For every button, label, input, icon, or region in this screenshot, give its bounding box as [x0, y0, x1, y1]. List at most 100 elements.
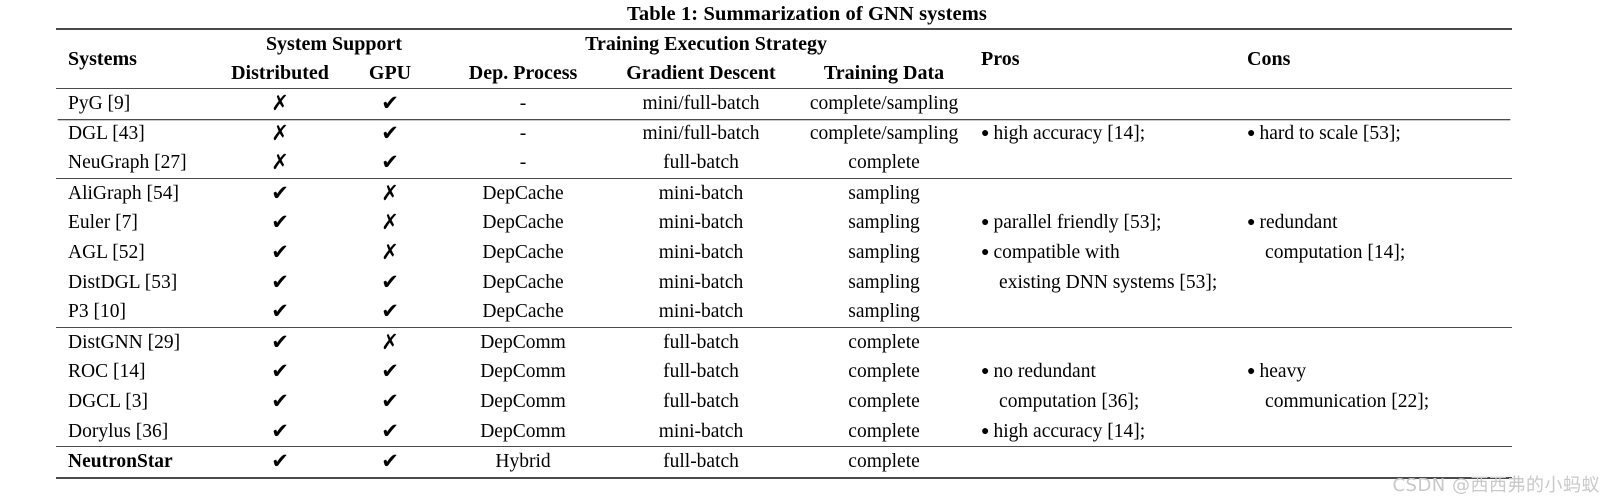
- cell-distributed-mark: ✔: [271, 210, 289, 235]
- cell-gpu-mark: ✔: [381, 359, 399, 384]
- cell-pros-text: computation [36];: [999, 390, 1140, 412]
- cell-dep-process: -: [519, 152, 527, 174]
- rule-cell: [336, 478, 444, 479]
- cell-system: DGL [43]: [68, 122, 145, 144]
- cell-cons: [1234, 297, 1512, 327]
- cell-pros: [968, 148, 1234, 178]
- cell-cons: [1234, 178, 1512, 208]
- cell-pros: ●high accuracy [14];: [968, 417, 1234, 447]
- table-caption: Table 1: Summarization of GNN systems: [627, 3, 987, 25]
- cell-cons: [1234, 148, 1512, 178]
- rule-cell: [602, 478, 800, 479]
- column-header-gpu: GPU: [368, 62, 412, 84]
- cell-dep-process: DepComm: [480, 361, 566, 383]
- cell-cons: ●heavy: [1234, 357, 1512, 387]
- cell-gradient-descent: full-batch: [663, 361, 739, 383]
- cell-pros-text: parallel friendly [53];: [993, 212, 1162, 234]
- column-header-gradient-descent: Gradient Descent: [626, 62, 776, 84]
- cell-system: DistGNN [29]: [68, 331, 181, 353]
- cell-gradient-descent: mini-batch: [658, 271, 744, 293]
- bullet-icon: ●: [1247, 364, 1256, 380]
- csdn-watermark: CSDN @西西弗的小蚂蚁: [1392, 475, 1600, 496]
- cell-training-data: complete/sampling: [809, 122, 959, 144]
- cell-gradient-descent: mini-batch: [658, 212, 744, 234]
- cell-system: NeutronStar: [68, 451, 173, 473]
- cell-pros: [968, 89, 1234, 119]
- cell-gradient-descent: full-batch: [663, 390, 739, 412]
- cell-pros: computation [36];: [968, 387, 1234, 417]
- cell-training-data: complete: [848, 331, 920, 353]
- cell-dep-process: -: [519, 122, 527, 144]
- cell-cons: [1234, 327, 1512, 357]
- cell-gpu-mark: ✔: [381, 388, 399, 413]
- cell-cons: [1234, 268, 1512, 298]
- cell-training-data: complete: [848, 361, 920, 383]
- cell-gradient-descent: mini-batch: [658, 301, 744, 323]
- cell-gpu-mark: ✔: [381, 269, 399, 294]
- cell-system: ROC [14]: [68, 361, 146, 383]
- bullet-icon: ●: [981, 423, 990, 439]
- cell-dep-process: DepCache: [482, 241, 564, 263]
- cell-gradient-descent: full-batch: [663, 451, 739, 473]
- cell-cons-text: redundant: [1259, 212, 1338, 234]
- cell-dep-process: -: [519, 93, 527, 114]
- rule-cell: [800, 478, 968, 479]
- cell-system: AGL [52]: [68, 241, 145, 263]
- cell-distributed-mark: ✔: [271, 180, 289, 205]
- cell-distributed-mark: ✔: [271, 269, 289, 294]
- column-header-training-data: Training Data: [823, 62, 945, 84]
- cell-dep-process: DepCache: [482, 182, 564, 204]
- column-header-training-execution-strategy: Training Execution Strategy: [585, 33, 827, 55]
- cell-distributed-mark: ✔: [271, 329, 289, 354]
- cell-system: Dorylus [36]: [68, 420, 169, 442]
- column-header-dep-process: Dep. Process: [468, 62, 578, 84]
- cell-cons: [1234, 417, 1512, 447]
- cell-pros: existing DNN systems [53];: [968, 268, 1234, 298]
- bullet-icon: ●: [981, 215, 990, 231]
- cell-system: P3 [10]: [68, 301, 126, 323]
- table-container: Systems System Support Training Executio…: [56, 28, 1513, 480]
- bullet-icon: ●: [981, 125, 990, 141]
- rule-cell: [968, 478, 1234, 479]
- bullet-icon: ●: [1247, 215, 1256, 231]
- cell-gpu-mark: ✔: [381, 150, 399, 175]
- cell-dep-process: DepCache: [482, 271, 564, 293]
- cell-gpu-mark: ✗: [381, 329, 399, 354]
- rule-cell: [444, 478, 602, 479]
- cell-cons: ●redundant: [1234, 208, 1512, 238]
- cell-gradient-descent: full-batch: [663, 331, 739, 353]
- cell-training-data: complete: [848, 390, 920, 412]
- cell-gpu-mark: ✔: [381, 299, 399, 324]
- cell-cons-text: computation [14];: [1265, 241, 1406, 263]
- cell-gradient-descent: mini/full-batch: [642, 122, 760, 144]
- table-header: Systems System Support Training Executio…: [56, 29, 1513, 89]
- cell-distributed-mark: ✔: [271, 388, 289, 413]
- cell-cons: ●hard to scale [53];: [1234, 119, 1512, 149]
- cell-cons: computation [14];: [1234, 238, 1512, 268]
- cell-gpu-mark: ✔: [381, 91, 399, 115]
- gnn-summary-table: Systems System Support Training Executio…: [56, 28, 1513, 480]
- cell-distributed-mark: ✔: [271, 449, 289, 474]
- cell-training-data: complete: [848, 152, 920, 174]
- cell-training-data: sampling: [848, 182, 920, 204]
- column-header-pros: Pros: [981, 47, 1020, 70]
- cell-system: Euler [7]: [68, 212, 138, 234]
- cell-gradient-descent: full-batch: [663, 152, 739, 174]
- cell-gradient-descent: mini-batch: [658, 241, 744, 263]
- cell-pros-text: high accuracy [14];: [993, 122, 1146, 144]
- table-bottom-rule: [56, 477, 1513, 480]
- cell-distributed-mark: ✔: [271, 418, 289, 443]
- cell-training-data: sampling: [848, 212, 920, 234]
- cell-distributed-mark: ✔: [271, 299, 289, 324]
- cell-pros-text: existing DNN systems [53];: [999, 271, 1218, 293]
